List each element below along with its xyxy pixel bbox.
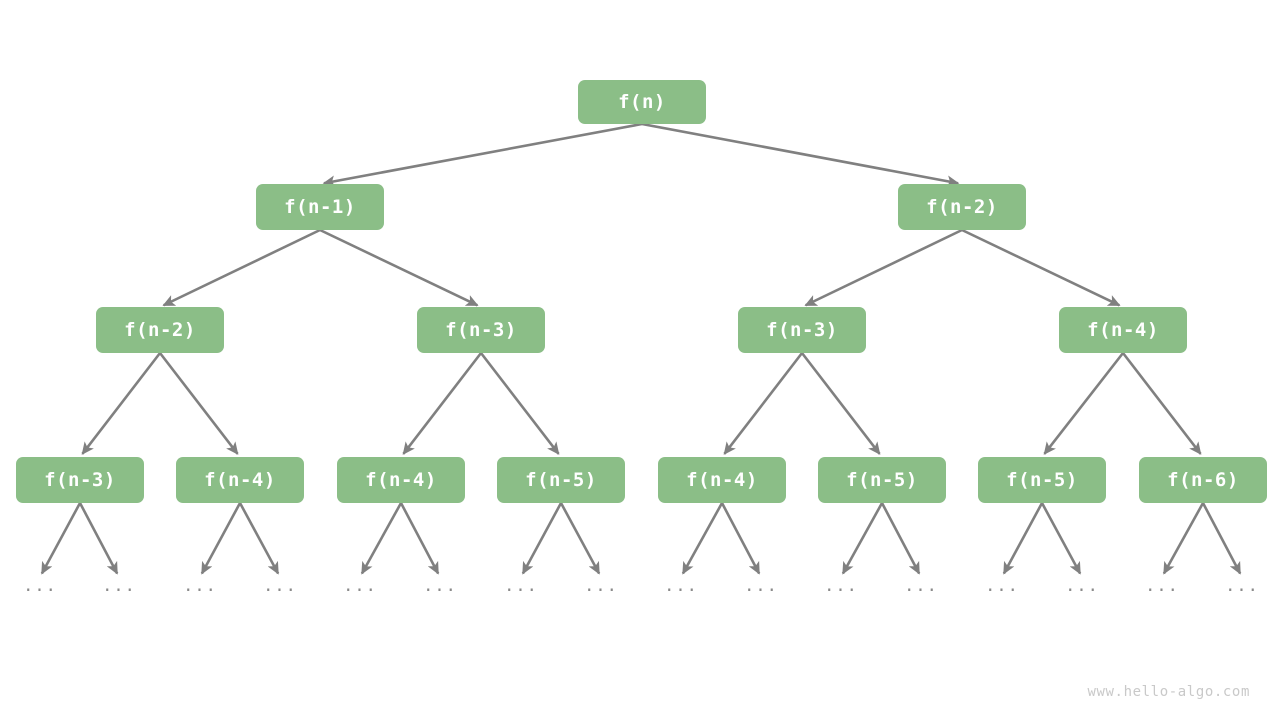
tree-ellipsis: ...: [664, 576, 698, 596]
tree-edge: [1002, 502, 1044, 575]
tree-edge: [1040, 502, 1082, 575]
tree-edge: [479, 352, 560, 455]
tree-edge: [800, 352, 881, 455]
tree-edge: [238, 502, 280, 575]
tree-edge: [319, 228, 479, 307]
tree-edge: [78, 502, 119, 575]
tree-node: f(n-4): [337, 457, 465, 503]
tree-edge: [720, 502, 761, 575]
tree-edge: [402, 352, 483, 455]
tree-node: f(n-4): [176, 457, 304, 503]
tree-edge: [521, 502, 563, 575]
tree-edge: [880, 502, 921, 575]
tree-ellipsis: ...: [824, 576, 858, 596]
tree-ellipsis: ...: [584, 576, 618, 596]
tree-ellipsis: ...: [343, 576, 377, 596]
tree-node: f(n-5): [978, 457, 1106, 503]
tree-edge: [360, 502, 403, 575]
tree-node: f(n-4): [1059, 307, 1187, 353]
edges-group: [40, 122, 1242, 575]
tree-node: f(n-1): [256, 184, 384, 230]
tree-edge: [40, 502, 82, 575]
tree-edge: [1162, 502, 1205, 575]
tree-node: f(n-5): [497, 457, 625, 503]
tree-ellipsis: ...: [183, 576, 217, 596]
tree-node: f(n): [578, 80, 706, 124]
tree-node: f(n-3): [738, 307, 866, 353]
tree-node: f(n-4): [658, 457, 786, 503]
tree-edge: [961, 228, 1121, 307]
tree-ellipsis: ...: [744, 576, 778, 596]
tree-ellipsis: ...: [1145, 576, 1179, 596]
tree-ellipsis: ...: [1065, 576, 1099, 596]
tree-ellipsis: ...: [263, 576, 297, 596]
tree-ellipsis: ...: [1225, 576, 1259, 596]
tree-edge: [1201, 502, 1242, 575]
tree-edge: [162, 228, 321, 307]
tree-edge: [1043, 352, 1125, 455]
tree-edge: [200, 502, 242, 575]
tree-ellipsis: ...: [23, 576, 57, 596]
tree-edge: [681, 502, 724, 575]
tree-ellipsis: ...: [985, 576, 1019, 596]
tree-node: f(n-6): [1139, 457, 1267, 503]
tree-edge: [841, 502, 884, 575]
tree-ellipsis: ...: [904, 576, 938, 596]
tree-node: f(n-2): [96, 307, 224, 353]
tree-edge: [81, 352, 162, 455]
tree-node: f(n-3): [16, 457, 144, 503]
tree-edge: [1121, 352, 1202, 455]
tree-edge: [158, 352, 239, 455]
tree-edge: [399, 502, 440, 575]
tree-edge: [641, 122, 960, 187]
tree-node: f(n-5): [818, 457, 946, 503]
tree-node: f(n-2): [898, 184, 1026, 230]
watermark: www.hello-algo.com: [1087, 684, 1250, 700]
tree-edge: [804, 228, 963, 307]
tree-ellipsis: ...: [504, 576, 538, 596]
tree-ellipsis: ...: [102, 576, 136, 596]
tree-edge: [559, 502, 601, 575]
tree-edge: [723, 352, 804, 455]
tree-ellipsis: ...: [423, 576, 457, 596]
tree-node: f(n-3): [417, 307, 545, 353]
tree-edge: [322, 122, 643, 187]
